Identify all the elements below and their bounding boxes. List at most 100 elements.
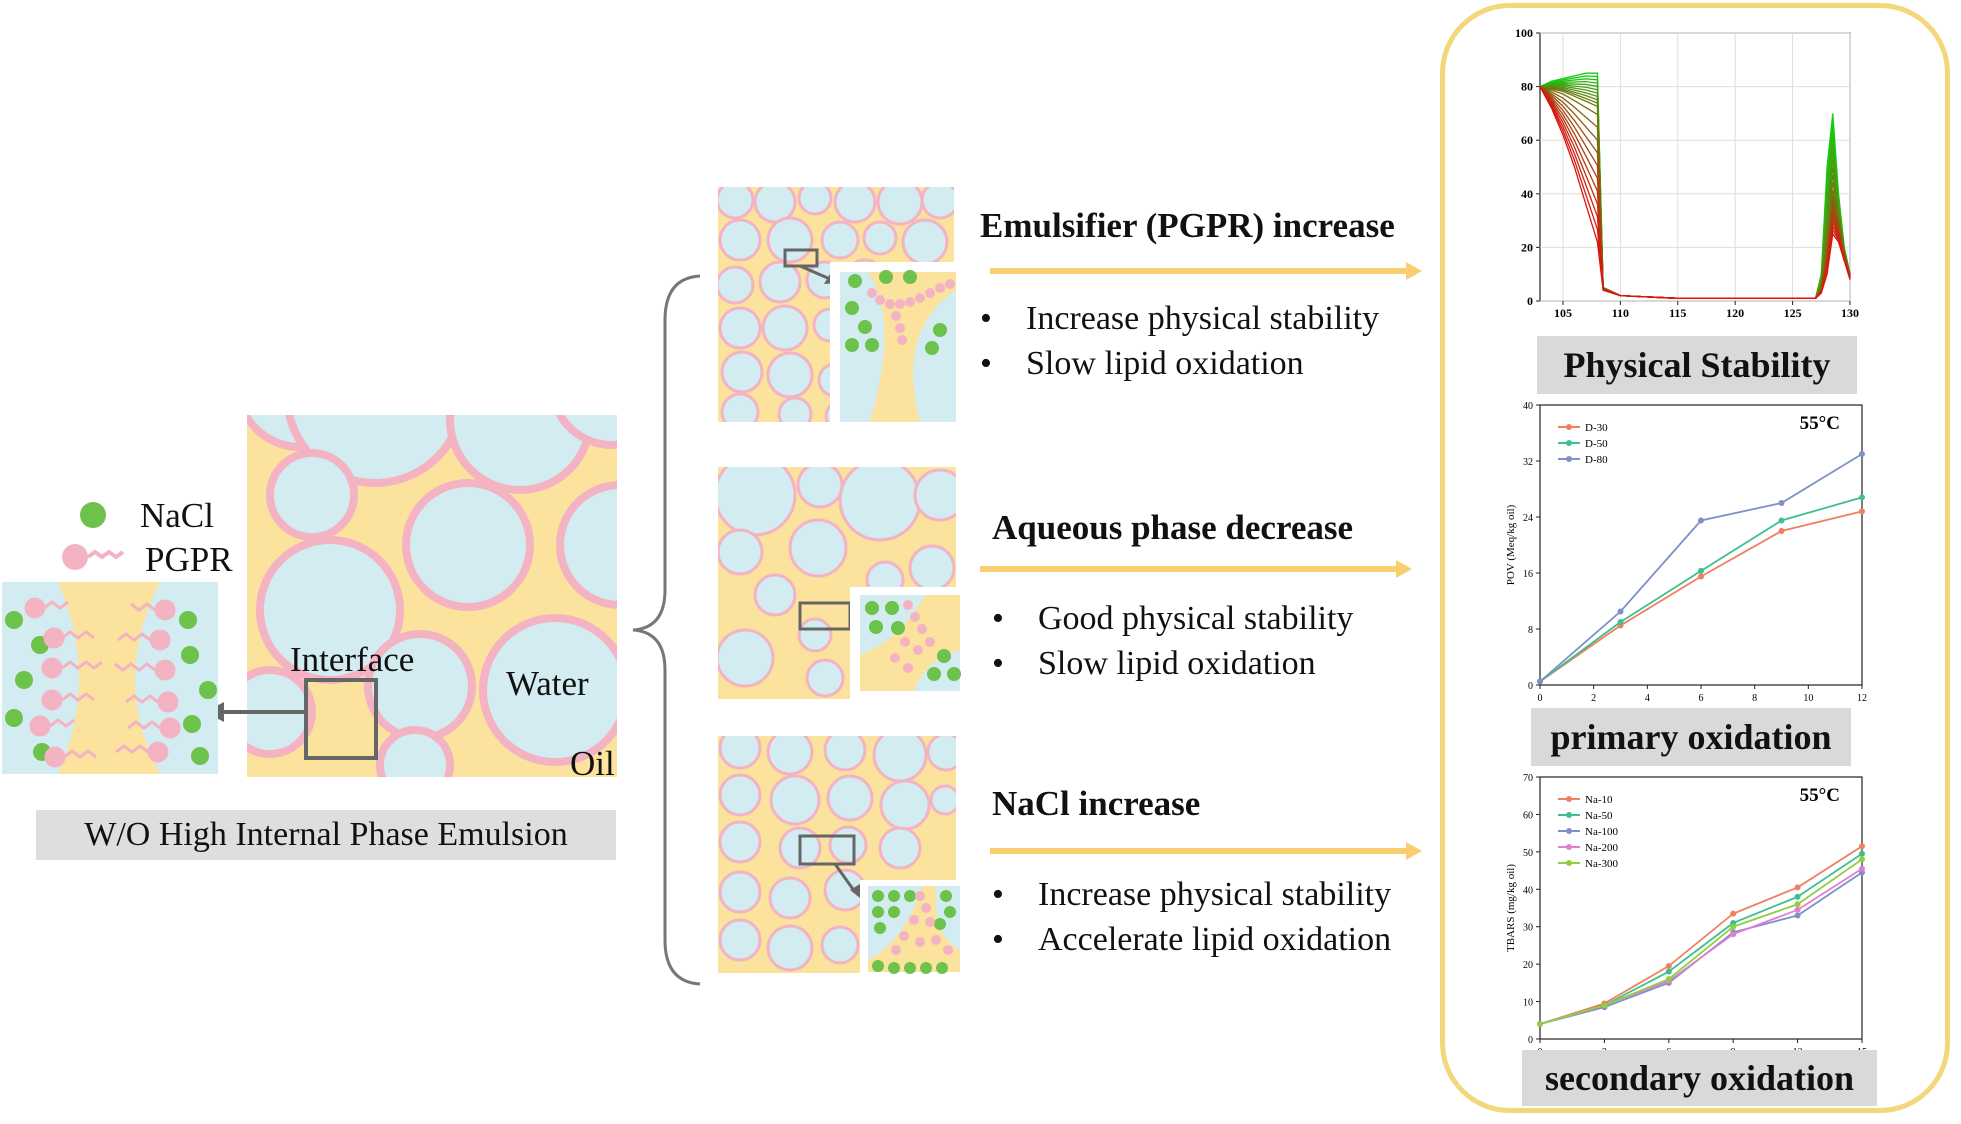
x-tick-label: 110 bbox=[1612, 306, 1629, 320]
legend-marker bbox=[1566, 456, 1572, 462]
y-tick-label: 100 bbox=[1515, 26, 1533, 40]
data-point bbox=[1730, 931, 1737, 938]
y-tick-label: 24 bbox=[1523, 513, 1533, 524]
stability-profile-line bbox=[1539, 86, 1851, 299]
arrow-right-icon bbox=[1406, 262, 1422, 280]
y-tick-label: 0 bbox=[1528, 681, 1533, 692]
legend-marker bbox=[1566, 796, 1572, 802]
legend-label: Na-100 bbox=[1585, 826, 1618, 838]
x-tick-label: 120 bbox=[1726, 306, 1744, 320]
pgpr-legend-icon bbox=[62, 544, 125, 570]
effect-arrow-emulsifier bbox=[990, 268, 1408, 274]
legend-marker bbox=[1566, 424, 1572, 430]
results-panel bbox=[1440, 3, 1950, 1113]
x-tick-label: 12 bbox=[1857, 693, 1867, 704]
effect-arrow-aqueous bbox=[980, 566, 1398, 572]
y-tick-label: 8 bbox=[1528, 625, 1533, 636]
effect-bullet: •Increase physical stability bbox=[980, 300, 1380, 337]
data-point bbox=[1617, 608, 1624, 615]
y-tick-label: 40 bbox=[1523, 885, 1533, 896]
legend-marker bbox=[1566, 844, 1572, 850]
x-tick-label: 6 bbox=[1699, 693, 1704, 704]
effect-heading-emulsifier: Emulsifier (PGPR) increase bbox=[980, 206, 1395, 245]
physical-stability-label: Physical Stability bbox=[1537, 336, 1857, 394]
emulsion-overview: NaCl PGPR Interface Water Oil W/O High I… bbox=[0, 0, 640, 900]
y-tick-label: 70 bbox=[1523, 773, 1533, 784]
y-tick-label: 10 bbox=[1523, 998, 1533, 1009]
legend-marker bbox=[1566, 860, 1572, 866]
interface-highlight-box bbox=[304, 678, 378, 760]
data-point bbox=[1859, 843, 1865, 850]
x-tick-label: 8 bbox=[1752, 693, 1757, 704]
x-tick-label: 0 bbox=[1538, 693, 1543, 704]
data-point bbox=[1698, 517, 1704, 524]
data-point bbox=[1859, 850, 1865, 857]
legend-label: D-80 bbox=[1585, 454, 1608, 466]
data-point bbox=[1794, 884, 1801, 891]
plot-area bbox=[1539, 404, 1863, 686]
legend-label: Na-50 bbox=[1585, 810, 1613, 822]
secondary-oxidation-chart: 03691215010203040506070TBARS (mg/kg oil)… bbox=[1505, 773, 1867, 1058]
x-tick-label: 10 bbox=[1803, 693, 1813, 704]
y-tick-label: 20 bbox=[1523, 960, 1533, 971]
y-tick-label: 20 bbox=[1521, 240, 1533, 254]
effect-bullet: •Accelerate lipid oxidation bbox=[992, 921, 1392, 958]
data-point bbox=[1794, 906, 1801, 913]
data-point bbox=[1601, 1002, 1608, 1009]
legend-marker bbox=[1566, 440, 1572, 446]
series-line bbox=[1539, 858, 1863, 1025]
arrow-right-icon bbox=[1406, 842, 1422, 860]
data-point bbox=[1794, 901, 1801, 908]
emulsion-illustration bbox=[2, 415, 617, 777]
temperature-annotation: 55°C bbox=[1800, 785, 1840, 806]
effect-bullet: •Slow lipid oxidation bbox=[980, 345, 1304, 382]
data-point bbox=[1859, 856, 1865, 863]
legend-marker bbox=[1566, 812, 1572, 818]
x-tick-label: 115 bbox=[1669, 306, 1686, 320]
data-point bbox=[1859, 508, 1865, 515]
y-tick-label: 0 bbox=[1527, 294, 1533, 308]
x-tick-label: 2 bbox=[1591, 693, 1596, 704]
thumbnail-aqueous bbox=[718, 467, 961, 699]
effect-heading-aqueous: Aqueous phase decrease bbox=[992, 508, 1354, 547]
y-axis-label: POV (Meq/kg oil) bbox=[1505, 504, 1517, 585]
effect-arrow-nacl bbox=[990, 848, 1408, 854]
pgpr-molecules bbox=[24, 597, 181, 768]
data-point bbox=[1778, 517, 1785, 524]
data-point bbox=[1730, 923, 1737, 930]
data-point bbox=[1665, 976, 1672, 983]
legend-marker bbox=[1566, 828, 1572, 834]
x-tick-label: 4 bbox=[1645, 693, 1650, 704]
y-tick-label: 32 bbox=[1523, 457, 1533, 468]
y-axis-label: TBARS (mg/kg oil) bbox=[1505, 864, 1517, 952]
y-tick-label: 50 bbox=[1523, 848, 1533, 859]
water-droplets bbox=[247, 415, 617, 777]
data-point bbox=[1537, 1021, 1543, 1028]
nacl-legend-label: NaCl bbox=[140, 496, 214, 535]
nacl-legend-icon bbox=[80, 502, 106, 528]
data-point bbox=[1698, 573, 1704, 580]
data-point bbox=[1794, 893, 1801, 900]
thumbnail-nacl bbox=[718, 736, 960, 978]
legend-label: Na-200 bbox=[1585, 842, 1618, 854]
grouping-brace bbox=[632, 274, 701, 986]
x-tick-label: 130 bbox=[1841, 306, 1859, 320]
data-point bbox=[1698, 567, 1704, 574]
secondary-oxidation-label: secondary oxidation bbox=[1522, 1050, 1877, 1106]
y-tick-label: 16 bbox=[1523, 569, 1533, 580]
legend-label: Na-10 bbox=[1585, 794, 1613, 806]
data-point bbox=[1537, 678, 1543, 685]
data-point bbox=[1794, 912, 1801, 919]
x-tick-label: 125 bbox=[1784, 306, 1802, 320]
effect-bullet: •Good physical stability bbox=[992, 600, 1354, 637]
data-point bbox=[1859, 865, 1865, 872]
arrow-right-icon bbox=[1396, 560, 1412, 578]
legend-label: Na-300 bbox=[1585, 858, 1618, 870]
y-tick-label: 60 bbox=[1521, 133, 1533, 147]
effect-bullet: •Slow lipid oxidation bbox=[992, 645, 1316, 682]
x-tick-label: 105 bbox=[1554, 306, 1572, 320]
legend-label: D-30 bbox=[1585, 422, 1608, 434]
temperature-annotation: 55°C bbox=[1800, 413, 1840, 434]
data-point bbox=[1859, 451, 1865, 457]
